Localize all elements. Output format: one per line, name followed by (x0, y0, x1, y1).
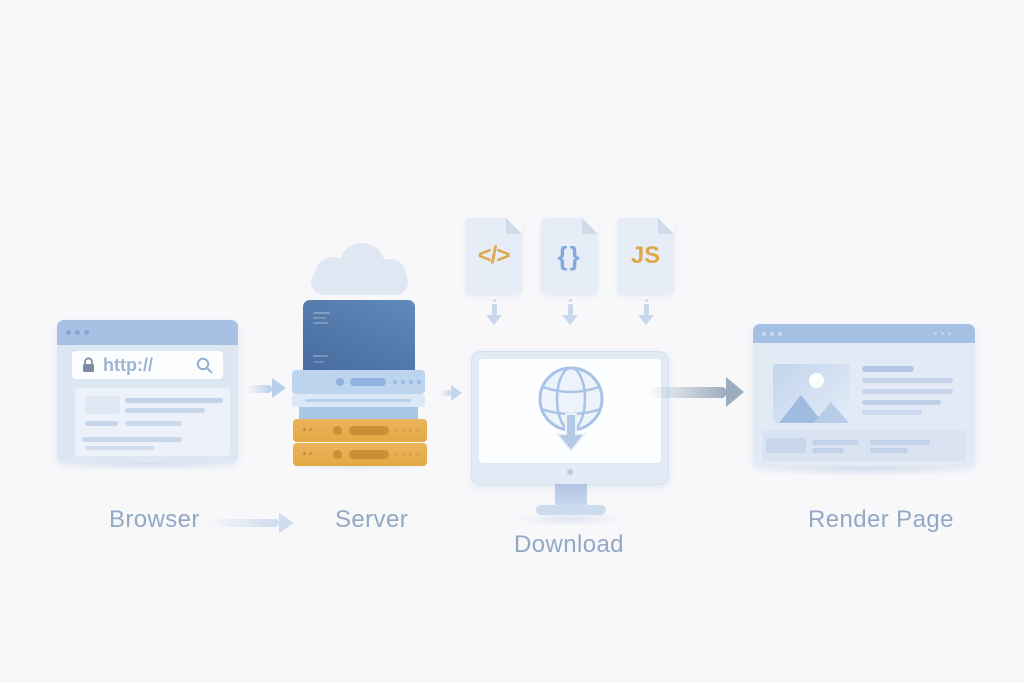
globe-icon (538, 366, 604, 453)
text-line (125, 408, 205, 413)
js-glyph: JS (630, 242, 661, 269)
file-icon-js: JS (617, 218, 674, 294)
label-browser: Browser (109, 506, 200, 533)
content-block (85, 396, 120, 414)
server-body-band (299, 404, 418, 420)
fold-corner-icon (506, 218, 522, 234)
window-dot (762, 331, 766, 336)
label-render-page: Render Page (808, 506, 954, 533)
down-arrow-icon (562, 299, 578, 325)
fold-corner-icon (658, 218, 674, 234)
footer-panel (762, 430, 966, 461)
down-arrow-icon (486, 299, 502, 325)
url-text: http:// (103, 354, 153, 375)
search-icon (196, 357, 213, 373)
content-block (766, 438, 806, 453)
text-line (862, 410, 922, 415)
text-line (870, 440, 930, 445)
file-icon-css: {} (541, 218, 598, 294)
window-dot (941, 332, 944, 335)
render-titlebar (753, 324, 975, 343)
text-line (82, 437, 182, 442)
monitor-stand (555, 484, 587, 507)
text-line (862, 400, 941, 405)
render-window (753, 324, 975, 466)
label-server: Server (335, 506, 409, 533)
text-line (85, 421, 118, 426)
server-tower (303, 300, 415, 380)
window-dot (934, 332, 937, 335)
window-dot (84, 330, 89, 335)
window-dot (948, 332, 951, 335)
server-rack-tray (292, 394, 425, 407)
text-line (862, 378, 953, 383)
text-line (125, 398, 223, 403)
file-icon-html: </> (465, 218, 522, 294)
monitor-base (536, 505, 606, 515)
image-placeholder (773, 364, 850, 423)
server-rack-yellow (293, 443, 427, 466)
server-rack-yellow (293, 419, 427, 442)
window-dot (778, 331, 782, 336)
url-bar: http:// (72, 351, 223, 379)
html-glyph: </> (477, 242, 511, 269)
fold-corner-icon (582, 218, 598, 234)
monitor-power-dot (567, 469, 573, 475)
mountain-icon (813, 402, 849, 423)
download-arrow-icon (554, 413, 588, 453)
browser-titlebar (57, 320, 238, 345)
sun-icon (809, 373, 824, 388)
server-rack-light (292, 370, 425, 394)
window-dot (66, 330, 71, 335)
label-download: Download (514, 531, 624, 558)
text-line (125, 421, 182, 426)
css-glyph: {} (557, 240, 582, 271)
window-dot (770, 331, 774, 336)
text-line (85, 446, 155, 450)
shadow-ellipse (514, 512, 626, 526)
text-line (812, 448, 844, 453)
text-line (870, 448, 908, 453)
text-line (812, 440, 859, 445)
text-line (862, 366, 914, 372)
lock-icon (83, 357, 94, 372)
text-line (862, 389, 953, 394)
browser-window: http:// (57, 320, 238, 463)
down-arrow-icon (638, 299, 654, 325)
window-dot (75, 330, 80, 335)
cloud-icon (311, 243, 408, 295)
